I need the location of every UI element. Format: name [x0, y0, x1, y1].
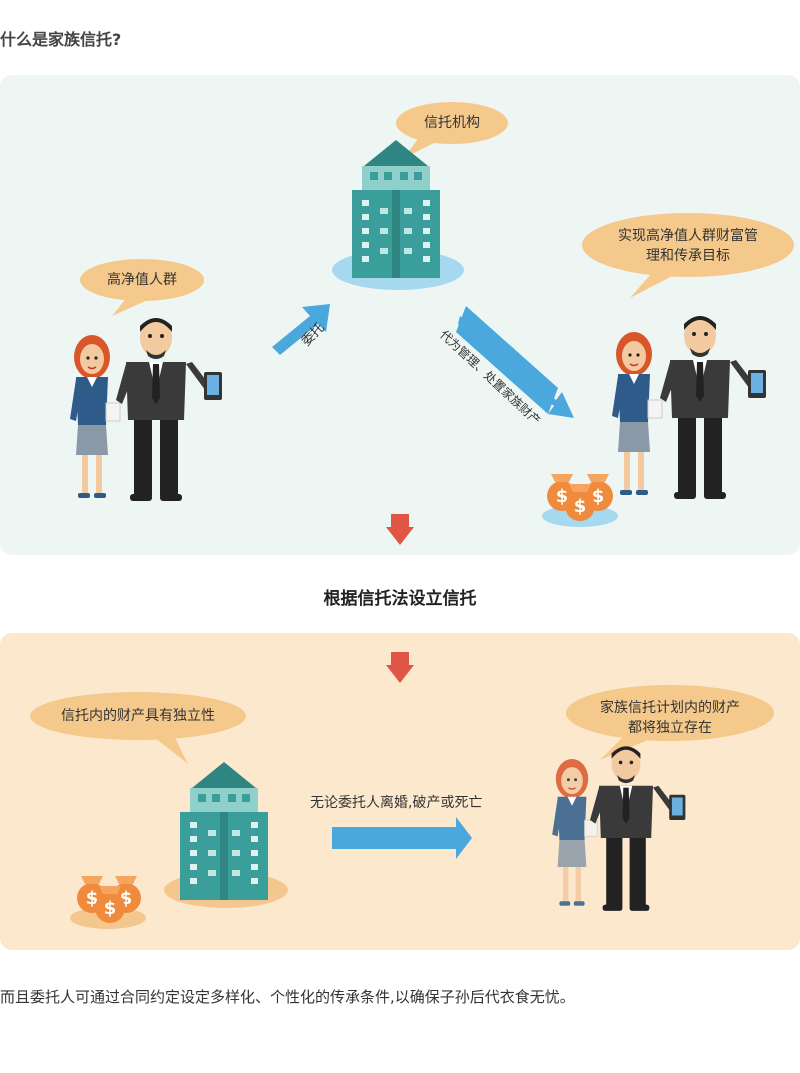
arrow-entrust	[272, 304, 330, 355]
businessman-icon	[116, 318, 222, 501]
building-icon	[332, 140, 464, 290]
footer-text: 而且委托人可通过合同约定设定多样化、个性化的传承条件,以确保子孙后代衣食无忧。	[0, 988, 575, 1006]
down-arrow-icon	[386, 514, 414, 545]
label-condition: 无论委托人离婚,破产或死亡	[310, 795, 483, 811]
bubble-goal	[582, 213, 794, 298]
money-bag-icon	[70, 876, 146, 929]
page-heading: 什么是家族信托?	[0, 30, 122, 49]
label-family-line2: 都将独立存在	[628, 720, 712, 736]
businessman-icon	[590, 746, 686, 911]
arrow-condition	[332, 817, 472, 859]
label-goal-line1: 实现高净值人群财富管	[618, 228, 758, 244]
section-title: 根据信托法设立信托	[323, 589, 477, 609]
arrow-manage	[456, 306, 574, 418]
businessman-icon	[660, 316, 766, 499]
businesswoman-icon	[551, 758, 598, 907]
bubble-trust-institution	[396, 102, 508, 158]
label-family-line1: 家族信托计划内的财产	[600, 700, 740, 716]
money-bag-icon	[542, 474, 618, 527]
label-goal-line2: 理和传承目标	[646, 248, 730, 264]
bubble-independent	[30, 692, 246, 764]
businesswoman-icon	[69, 334, 121, 499]
building-icon	[164, 762, 288, 908]
businesswoman-icon	[611, 331, 663, 496]
label-hnw-group: 高净值人群	[107, 272, 177, 288]
down-arrow-icon	[386, 652, 414, 683]
label-trust-institution: 信托机构	[424, 115, 480, 131]
bubble-hnw-group	[80, 259, 204, 316]
label-independent: 信托内的财产具有独立性	[61, 708, 215, 724]
